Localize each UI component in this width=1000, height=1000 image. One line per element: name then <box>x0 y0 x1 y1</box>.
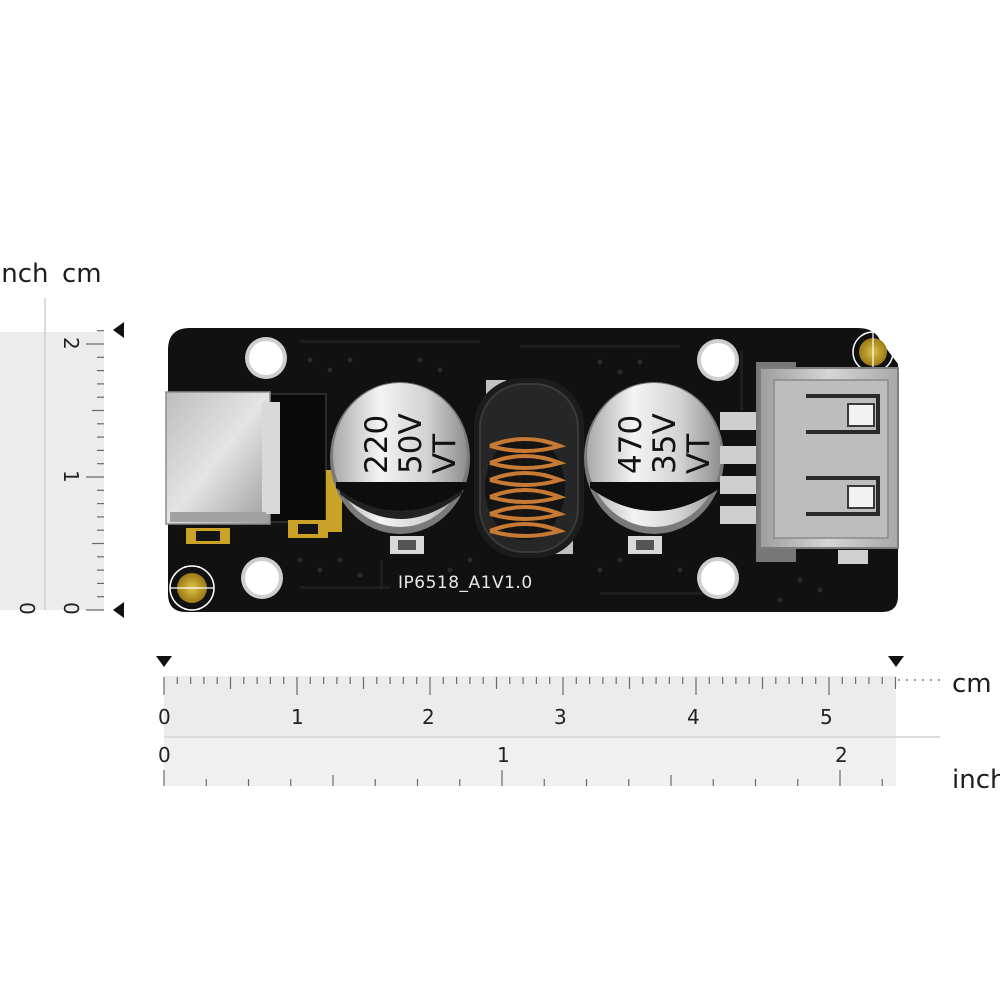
via <box>597 359 603 365</box>
capacitor-right-series: VT <box>681 433 717 474</box>
pcb-vias <box>297 357 823 603</box>
horizontal-ruler-inch-body <box>164 738 896 786</box>
via <box>597 567 603 573</box>
vertical-cm-label: 0 <box>59 602 83 615</box>
mounting-hole <box>241 557 283 599</box>
vertical-ruler-marker-top <box>113 322 124 338</box>
smd-led <box>390 536 424 554</box>
horizontal-inch-label: 2 <box>835 743 848 767</box>
smd-component <box>288 520 328 538</box>
vertical-ruler-marker-bottom <box>113 602 124 618</box>
vertical-ruler-unit-inch: inch <box>0 259 48 289</box>
via <box>467 557 473 563</box>
horizontal-cm-label: 3 <box>554 705 567 729</box>
via <box>617 557 623 563</box>
vertical-ruler-unit-cm: cm <box>62 259 102 289</box>
via <box>617 369 623 375</box>
solder-pad-negative <box>169 565 215 611</box>
vertical-ruler-ticks <box>86 330 104 611</box>
via <box>797 577 803 583</box>
usb-a-connector <box>720 362 899 564</box>
horizontal-ruler-unit-cm: cm <box>952 669 992 699</box>
capacitor-left-series: VT <box>427 433 463 474</box>
pcb-trace-pattern <box>300 340 743 595</box>
coil-turn <box>489 522 567 538</box>
via <box>317 567 323 573</box>
via <box>307 357 313 363</box>
via <box>637 359 643 365</box>
capacitor-right-value: 470 <box>613 415 649 474</box>
via <box>677 567 683 573</box>
mounting-hole <box>245 337 287 379</box>
electrolytic-capacitor-right: 470 35V VT <box>584 382 724 534</box>
electrolytic-capacitor-left: 220 50V VT <box>330 382 470 534</box>
horizontal-ruler-ticks <box>163 677 897 786</box>
usb-c-connector <box>165 391 327 525</box>
horizontal-cm-label: 2 <box>422 705 435 729</box>
vertical-cm-label: 1 <box>59 470 83 483</box>
horizontal-ruler-unit-inch: inch <box>952 765 1000 795</box>
coil-turn <box>489 488 567 504</box>
smd-led <box>628 536 662 554</box>
horizontal-ruler-marker-left <box>156 656 172 667</box>
mounting-hole <box>697 557 739 599</box>
via <box>437 367 443 373</box>
copper-winding <box>489 437 567 538</box>
silkscreen-label: IP6518_A1V1.0 <box>398 573 533 593</box>
coil-turn <box>489 471 567 487</box>
vertical-ruler-body <box>0 332 104 610</box>
smd-component <box>186 528 230 544</box>
coil-turn <box>489 437 567 453</box>
via <box>327 367 333 373</box>
horizontal-ruler: cm inch 0 1 2 3 4 5 0 1 2 <box>156 656 1000 795</box>
via <box>297 557 303 563</box>
via <box>417 357 423 363</box>
toroid-inductor <box>474 378 584 558</box>
via <box>347 357 353 363</box>
horizontal-cm-label: 0 <box>158 705 171 729</box>
horizontal-cm-label: 1 <box>291 705 304 729</box>
horizontal-cm-label: 5 <box>820 705 833 729</box>
capacitor-left-voltage: 50V <box>393 413 429 474</box>
via <box>337 557 343 563</box>
horizontal-inch-label: 0 <box>158 743 171 767</box>
horizontal-ruler-marker-right <box>888 656 904 667</box>
via <box>357 572 363 578</box>
vertical-cm-label: 2 <box>59 337 83 350</box>
capacitor-left-value: 220 <box>359 415 395 474</box>
vertical-ruler: inch cm 2 1 0 0 <box>0 259 124 618</box>
coil-turn <box>489 505 567 521</box>
vertical-inch-label: 0 <box>15 602 39 615</box>
via <box>817 587 823 593</box>
mounting-hole <box>697 339 739 381</box>
solder-pad-positive <box>852 330 894 374</box>
coil-turn <box>489 454 567 470</box>
via <box>447 567 453 573</box>
horizontal-ruler-cm-body <box>164 676 896 736</box>
via <box>777 597 783 603</box>
horizontal-inch-label: 1 <box>497 743 510 767</box>
horizontal-cm-label: 4 <box>687 705 700 729</box>
pcb-board: 220 50V VT 470 35V VT <box>165 328 899 612</box>
capacitor-right-voltage: 35V <box>647 413 683 474</box>
